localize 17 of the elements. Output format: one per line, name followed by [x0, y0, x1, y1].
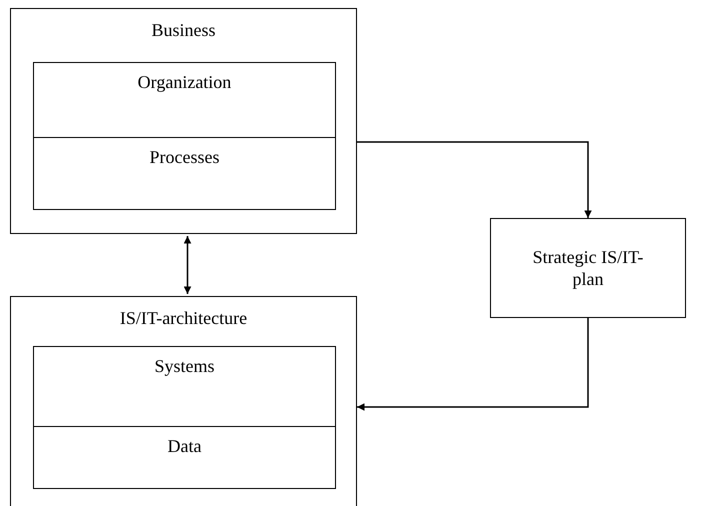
process-box — [490, 218, 686, 318]
node-label: IS/IT-architecture — [120, 307, 248, 329]
node-label: Business — [151, 19, 216, 41]
table-row — [33, 426, 336, 489]
node-label: Data — [168, 435, 202, 457]
node-label: Organization — [138, 71, 232, 93]
table-row — [33, 62, 336, 138]
table-row — [33, 346, 336, 427]
arrow — [357, 318, 589, 411]
arrow — [357, 141, 592, 218]
container-box — [10, 8, 357, 234]
table-row — [33, 137, 336, 210]
container-box — [10, 296, 357, 506]
node-label: Systems — [154, 355, 214, 377]
node-label: Processes — [150, 146, 220, 168]
arrow — [184, 236, 192, 294]
node-label: Strategic IS/IT-plan — [532, 246, 644, 290]
